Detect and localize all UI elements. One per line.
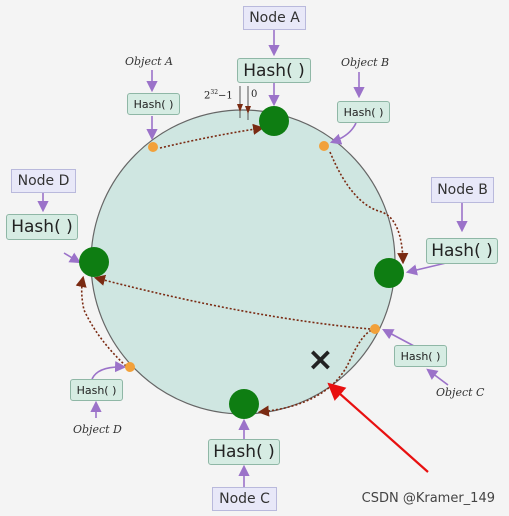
node-b-dot	[374, 258, 404, 288]
object-b-label: Object B	[341, 56, 390, 69]
node-b-label: Node B	[431, 177, 494, 203]
object-b-dot	[319, 141, 329, 151]
object-b-hash: Hash( )	[337, 101, 390, 123]
hash-ring	[90, 109, 396, 415]
object-c-arrow-2	[382, 328, 415, 347]
node-b-hash: Hash( )	[426, 238, 498, 264]
node-c-label: Node C	[212, 487, 277, 511]
node-d-hash: Hash( )	[6, 214, 78, 240]
path-object-d-to-node-d	[75, 275, 127, 367]
object-b-arrow-2	[329, 122, 357, 145]
node-c-dot	[229, 389, 259, 419]
node-a-hash: Hash( )	[237, 58, 311, 83]
object-a-label: Object A	[125, 55, 174, 68]
path-node-c-old	[257, 329, 373, 417]
object-d-hash: Hash( )	[70, 379, 123, 401]
ring-zero-arrowhead	[245, 106, 251, 114]
node-a-label: Node A	[243, 6, 306, 30]
ring-zero-label: 0	[251, 89, 258, 100]
object-d-arrow-2	[91, 361, 127, 380]
ring-max-suffix: −1	[218, 90, 233, 102]
node-b-arrow-2	[405, 262, 447, 276]
object-d-dot	[125, 362, 135, 372]
node-d-label: Node D	[11, 169, 76, 193]
object-c-arrow-1	[426, 368, 449, 386]
ring-max-base: 2	[204, 90, 211, 102]
object-c-label: Object C	[436, 386, 485, 399]
node-c-hash: Hash( )	[208, 439, 280, 465]
object-c-dot	[370, 324, 380, 334]
object-d-label: Object D	[73, 423, 122, 436]
ring-max-exp: 32	[210, 89, 219, 96]
object-a-hash: Hash( )	[127, 93, 180, 115]
red-arrow	[327, 382, 429, 473]
path-object-c-to-node-d	[93, 274, 371, 330]
ring-max-label: 232−1	[204, 89, 233, 101]
ring-max-arrowhead	[237, 104, 243, 112]
object-a-dot	[148, 142, 158, 152]
watermark: CSDN @Kramer_149	[361, 491, 495, 506]
removed-node-marker: ×	[307, 340, 334, 378]
object-c-hash: Hash( )	[394, 345, 447, 367]
node-a-dot	[259, 106, 289, 136]
node-d-dot	[79, 247, 109, 277]
node-d-arrow-2	[63, 252, 81, 264]
path-object-a-to-node-a	[159, 123, 265, 149]
